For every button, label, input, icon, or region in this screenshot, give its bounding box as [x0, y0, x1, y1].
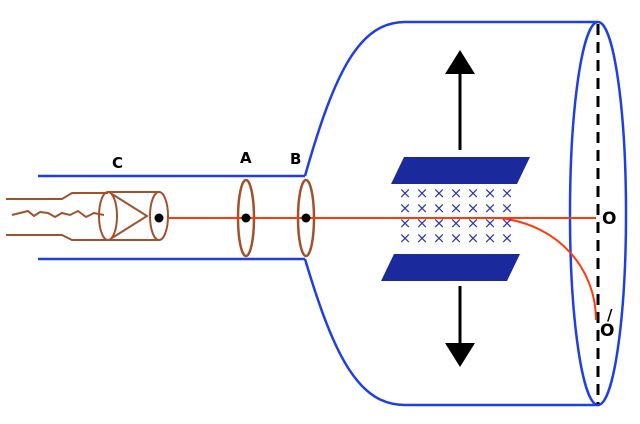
field-cross: ×	[501, 199, 514, 217]
filament-lead-top	[6, 192, 108, 200]
field-cross: ×	[467, 229, 480, 247]
deflection-plate-top	[391, 157, 530, 184]
label-anode-b: B	[290, 150, 301, 168]
field-cross: ×	[433, 214, 446, 232]
anode-a-aperture-dot	[241, 213, 251, 223]
cathode-cylinder-back	[98, 191, 118, 241]
tube-flare-top	[303, 20, 598, 177]
anode-b-aperture-dot	[301, 213, 311, 223]
field-cross: ×	[501, 214, 514, 232]
beam-deflected	[499, 217, 597, 321]
field-cross: ×	[450, 184, 463, 202]
field-cross: ×	[416, 199, 429, 217]
magnetic-field-region: ××××××××××××××××××××××××××××	[399, 184, 514, 247]
field-cross: ×	[467, 184, 480, 202]
cathode-aperture-dot	[154, 213, 164, 223]
electron-gun	[6, 191, 169, 241]
field-cross: ×	[416, 184, 429, 202]
glass-tube	[38, 20, 628, 407]
field-cross: ×	[416, 229, 429, 247]
field-cross: ×	[399, 214, 412, 232]
field-cross: ×	[399, 184, 412, 202]
label-spot-o-prime: O	[600, 321, 614, 341]
label-spot-o-prime-mark: /	[607, 306, 613, 324]
field-cross: ×	[501, 229, 514, 247]
field-cross: ×	[399, 199, 412, 217]
field-cross: ×	[450, 229, 463, 247]
field-cross: ×	[416, 214, 429, 232]
label-anode-a: A	[240, 149, 252, 167]
tube-end-face	[568, 20, 628, 407]
field-cross: ×	[433, 199, 446, 217]
field-cross: ×	[467, 214, 480, 232]
field-cross: ×	[484, 184, 497, 202]
field-cross: ×	[433, 184, 446, 202]
field-cross: ×	[450, 214, 463, 232]
field-cross: ×	[484, 214, 497, 232]
filament-coil	[11, 209, 105, 219]
filament-lead-bottom	[6, 234, 108, 241]
deflection-plate-bottom	[381, 254, 520, 281]
field-cross: ×	[450, 199, 463, 217]
field-cross: ×	[399, 229, 412, 247]
field-cross: ×	[501, 184, 514, 202]
tube-flare-bottom	[303, 258, 598, 407]
field-cross: ×	[433, 229, 446, 247]
field-cross: ×	[484, 199, 497, 217]
field-cross: ×	[467, 199, 480, 217]
label-cathode: C	[112, 154, 123, 172]
cathode-cone	[111, 193, 149, 239]
cathode-cylinder-front	[149, 191, 169, 241]
electron-beam	[168, 217, 597, 321]
label-spot-o: O	[602, 209, 616, 229]
field-cross: ×	[484, 229, 497, 247]
